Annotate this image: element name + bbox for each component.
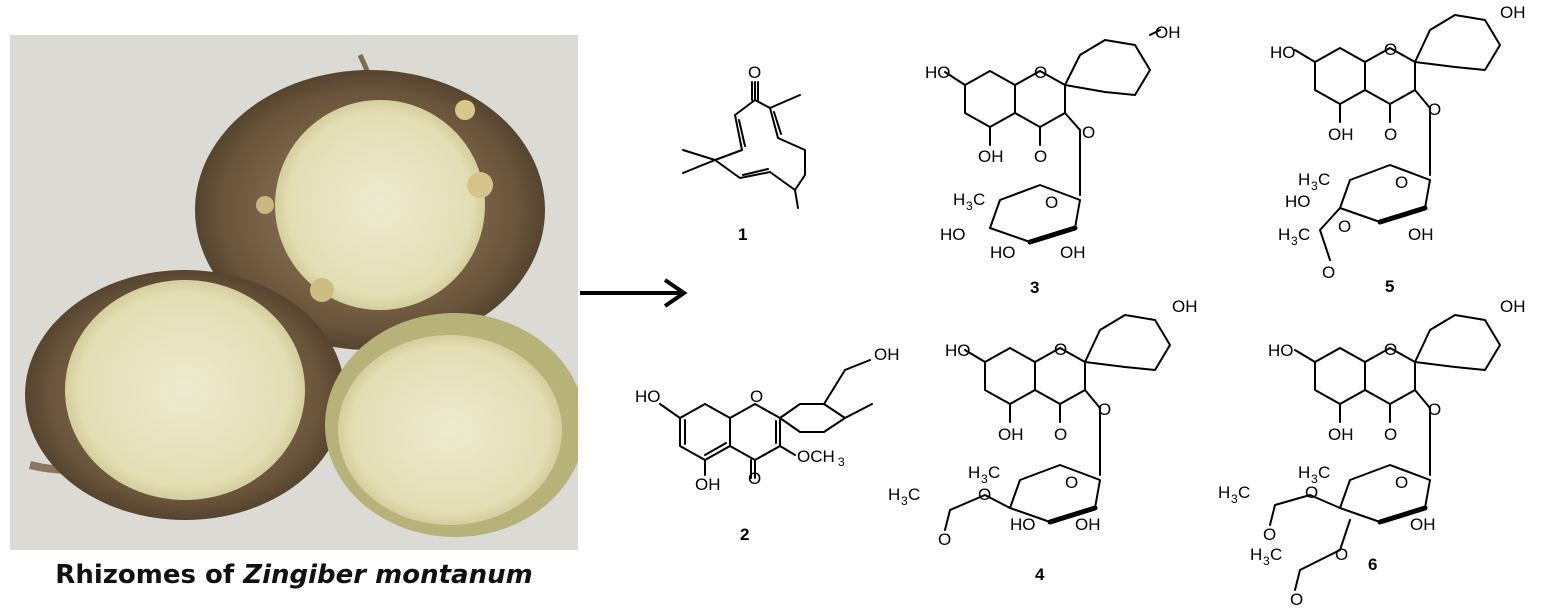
compound-6-ac2-h-sub: 3: [1263, 554, 1270, 568]
compound-6-5-oh: OH: [1328, 425, 1354, 444]
compound-6-ester1-o: O: [1305, 483, 1318, 502]
compound-5-structure: HO O OH O O OH H 3 C O HO H 3 C O O OH: [1270, 3, 1526, 282]
compound-3-h-sub: 3: [966, 199, 973, 213]
photo-caption: Rhizomes of Zingiber montanum: [10, 560, 578, 590]
compound-6-ho: HO: [1268, 341, 1294, 360]
compound-4-ac-c: C: [908, 485, 920, 504]
caption-prefix: Rhizomes of: [55, 560, 244, 590]
compound-3-sugar-ho-2: HO: [990, 243, 1016, 262]
compound-3-h: H: [953, 190, 965, 209]
compound-6-ac2-c: C: [1270, 545, 1282, 564]
compound-3-c: C: [973, 190, 985, 209]
compound-3-structure: HO O OH O O OH H 3 C O HO HO OH: [925, 23, 1181, 262]
compound-5-oh: OH: [1500, 3, 1526, 22]
compound-6-ac1-h-sub: 3: [1231, 492, 1238, 506]
compound-3-sugar-o: O: [1045, 193, 1058, 212]
compound-5-sugar-oh: OH: [1408, 225, 1434, 244]
compound-4-h: H: [968, 463, 980, 482]
compound-3-ho: HO: [925, 63, 951, 82]
compound-5-acyl-o: O: [1322, 263, 1335, 282]
compound-6-ac1-c: C: [1238, 483, 1250, 502]
compound-4-label: 4: [1035, 565, 1045, 584]
compound-4-ring-o: O: [1054, 340, 1067, 359]
compound-6-h: H: [1298, 463, 1310, 482]
compound-3-label: 3: [1030, 278, 1039, 297]
compound-4-c: C: [988, 463, 1000, 482]
extraction-arrow: [580, 278, 688, 308]
caption-species: Zingiber montanum: [243, 560, 533, 590]
compound-2-och-sub: 3: [838, 455, 845, 469]
compound-2-oh: OH: [874, 345, 900, 364]
compound-3-link-o: O: [1082, 123, 1095, 142]
compound-4-link-o: O: [1098, 400, 1111, 419]
compound-5-h: H: [1298, 170, 1310, 189]
compound-5-c: C: [1318, 170, 1330, 189]
compound-2-carbonyl-o: O: [748, 469, 761, 488]
compound-2-structure: HO O OH OCH 3 O OH: [635, 345, 900, 494]
compound-6-oh: OH: [1500, 297, 1526, 316]
compound-3-ring-o: O: [1034, 63, 1047, 82]
compound-3-sugar-ho: HO: [940, 225, 966, 244]
compound-4-sugar-o: O: [1065, 473, 1078, 492]
compound-4-ester-o: O: [978, 485, 991, 504]
compound-6-ac1-h: H: [1218, 483, 1230, 502]
compound-4-structure: HO O OH O O OH H 3 C O H 3 C O O HO OH: [888, 297, 1198, 549]
compound-6-carbonyl-o: O: [1384, 425, 1397, 444]
compound-5-ac-h-sub: 3: [1291, 234, 1298, 248]
compound-5-carbonyl-o: O: [1384, 125, 1397, 144]
rhizome-photo: [10, 35, 578, 550]
compound-4-h-sub: 3: [981, 472, 988, 486]
compound-5-ester-o: O: [1338, 217, 1351, 236]
compound-6-sugar-o: O: [1395, 473, 1408, 492]
compound-6-ester2-o: O: [1335, 545, 1348, 564]
compound-4-ac-h-sub: 3: [901, 494, 908, 508]
compound-5-sugar-ho: HO: [1285, 192, 1311, 211]
compound-2-ho: HO: [635, 387, 661, 406]
compound-1-structure: O: [682, 63, 806, 209]
compound-4-ac-h: H: [888, 485, 900, 504]
compound-1-oxygen: O: [748, 63, 761, 82]
compound-2-ring-o: O: [750, 387, 763, 406]
compound-4-sugar-oh: OH: [1075, 515, 1101, 534]
compound-6-sugar-oh: OH: [1410, 515, 1436, 534]
compound-4-carbonyl-o: O: [1054, 425, 1067, 444]
rhizome-illustration: [10, 35, 578, 550]
compound-6-label: 6: [1368, 555, 1377, 574]
compound-1-label: 1: [738, 225, 747, 244]
compound-3-oh: OH: [1155, 23, 1181, 42]
compound-5-ho: HO: [1270, 43, 1296, 62]
compound-3-5-oh: OH: [978, 147, 1004, 166]
compound-5-5-oh: OH: [1328, 125, 1354, 144]
compound-3-carbonyl-o: O: [1034, 147, 1047, 166]
compound-5-ac-c: C: [1298, 225, 1310, 244]
compound-5-sugar-o: O: [1395, 173, 1408, 192]
compound-6-ring-o: O: [1384, 340, 1397, 359]
compound-6-acyl1-o: O: [1263, 525, 1276, 544]
compound-6-acyl2-o: O: [1290, 590, 1303, 608]
compound-5-label: 5: [1385, 277, 1394, 296]
compound-2-label: 2: [740, 525, 749, 544]
compound-5-ring-o: O: [1384, 40, 1397, 59]
compound-4-acyl-o: O: [938, 530, 951, 549]
compound-6-ac2-h: H: [1250, 545, 1262, 564]
compound-2-och: OCH: [797, 447, 835, 466]
compound-6-h-sub: 3: [1311, 472, 1318, 486]
compound-5-ac-h: H: [1278, 225, 1290, 244]
compound-4-ho: HO: [945, 341, 971, 360]
compound-6-c: C: [1318, 463, 1330, 482]
compound-6-structure: HO O OH O O OH H 3 C O H 3 C O O H 3 C O…: [1218, 297, 1526, 608]
compound-4-sugar-ho: HO: [1010, 515, 1036, 534]
compound-6-link-o: O: [1428, 400, 1441, 419]
compound-3-sugar-oh: OH: [1060, 243, 1086, 262]
compound-4-5-oh: OH: [998, 425, 1024, 444]
compound-5-link-o: O: [1428, 100, 1441, 119]
compound-5-h-sub: 3: [1311, 179, 1318, 193]
compound-4-oh: OH: [1172, 297, 1198, 316]
compound-2-5-oh: OH: [695, 475, 721, 494]
